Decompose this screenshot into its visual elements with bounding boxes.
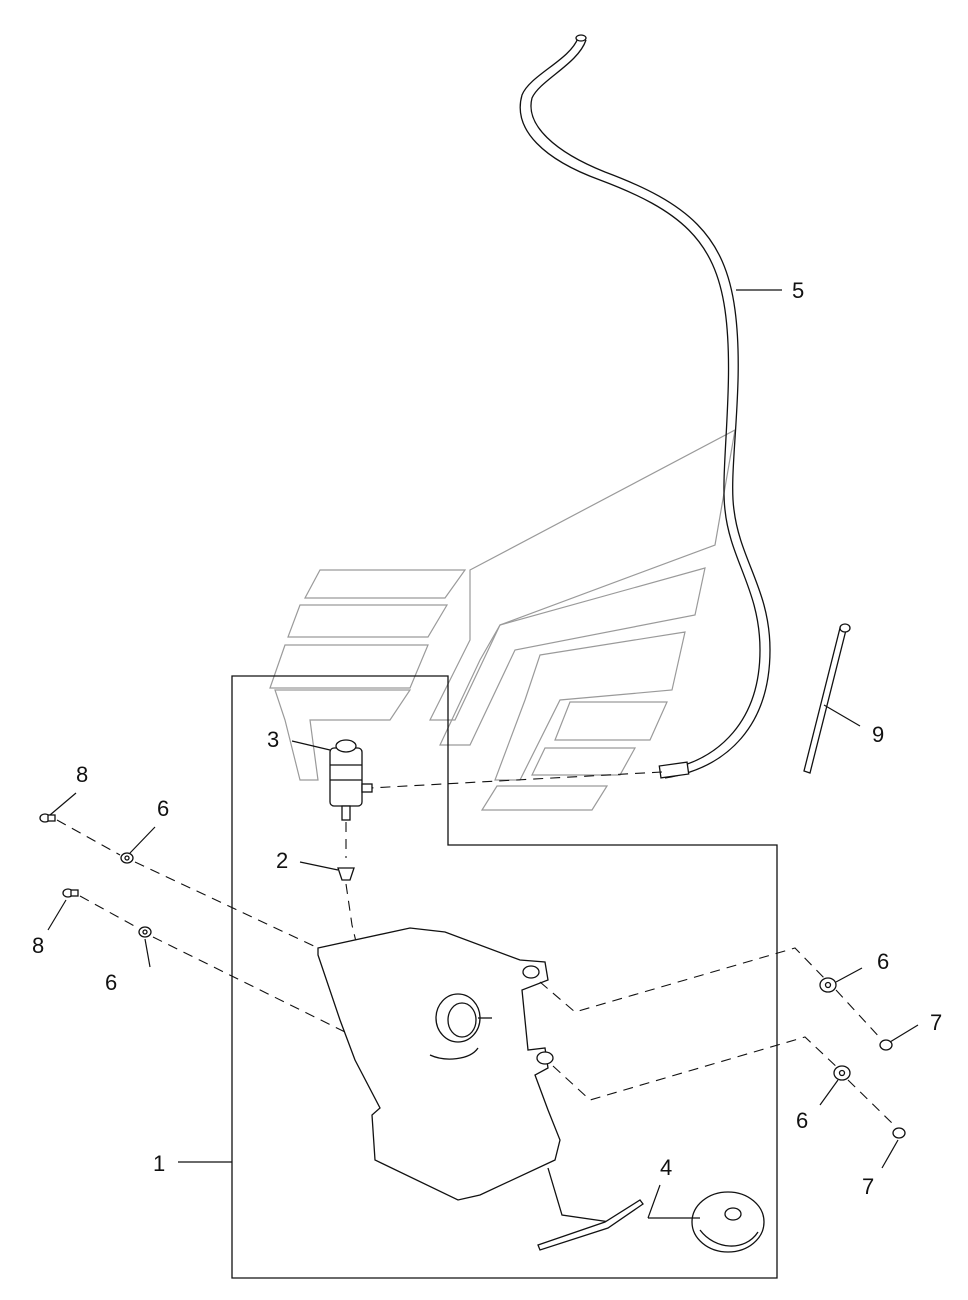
assembly-boundary <box>231 675 778 1279</box>
filler-cap <box>537 1167 765 1253</box>
left-fasteners <box>39 813 346 1033</box>
watermark-logo <box>269 428 736 811</box>
washer-pump <box>329 739 373 821</box>
callout-1: 1 <box>153 1151 165 1176</box>
callout-6a: 6 <box>157 796 169 821</box>
callout-3: 3 <box>267 727 279 752</box>
callout-4: 4 <box>660 1155 672 1180</box>
grommet <box>337 867 355 881</box>
callout-5: 5 <box>792 278 804 303</box>
callout-8b: 8 <box>32 933 44 958</box>
callout-labels: 1 2 3 4 5 6 6 6 6 7 7 8 8 9 <box>32 278 942 1199</box>
callout-6c: 6 <box>877 949 889 974</box>
callout-6d: 6 <box>796 1108 808 1133</box>
callout-6b: 6 <box>105 970 117 995</box>
callout-8a: 8 <box>76 762 88 787</box>
callout-7a: 7 <box>930 1010 942 1035</box>
callout-2: 2 <box>276 848 288 873</box>
callout-9: 9 <box>872 722 884 747</box>
cable-tie <box>803 623 851 774</box>
reservoir-tank <box>317 927 561 1201</box>
leader-lines <box>47 289 919 1219</box>
callout-7b: 7 <box>862 1174 874 1199</box>
hose-connection-line <box>369 771 663 789</box>
right-fasteners <box>539 947 906 1139</box>
washer-hose <box>519 34 771 779</box>
